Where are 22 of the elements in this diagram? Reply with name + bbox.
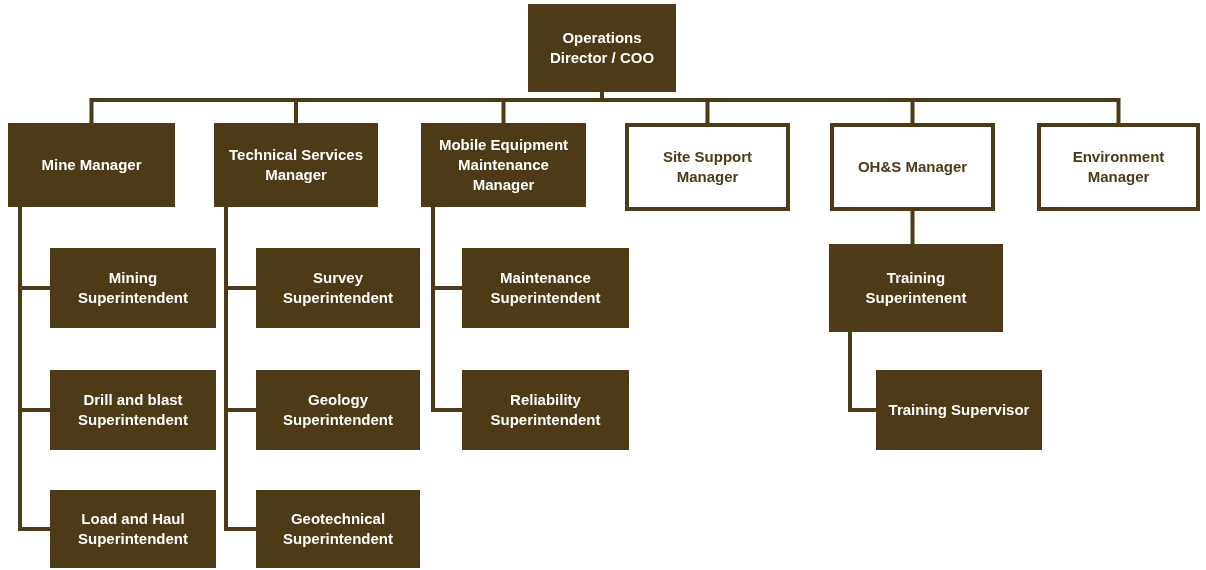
connector-line: [910, 211, 915, 244]
org-chart-box: Maintenance Superintendent: [462, 248, 629, 328]
connector-line: [431, 207, 462, 412]
org-chart-box: Environment Manager: [1037, 123, 1200, 211]
org-chart-box: Technical Services Manager: [214, 123, 378, 207]
connector-line: [848, 332, 876, 412]
org-chart-box: Operations Director / COO: [528, 4, 676, 92]
org-chart-box: Geology Superintendent: [256, 370, 420, 450]
org-chart-box: Geotechnical Superintendent: [256, 490, 420, 568]
connector-line: [18, 207, 50, 531]
org-chart-box: Mining Superintendent: [50, 248, 216, 328]
org-chart-box: OH&S Manager: [830, 123, 995, 211]
org-chart-box: Mobile Equipment Maintenance Manager: [421, 123, 586, 207]
org-chart-box: Training Superintenent: [829, 244, 1003, 332]
org-chart-box: Site Support Manager: [625, 123, 790, 211]
org-chart-box: Survey Superintendent: [256, 248, 420, 328]
connector-line: [224, 207, 256, 531]
org-chart-box: Drill and blast Superintendent: [50, 370, 216, 450]
org-chart-box: Reliability Superintendent: [462, 370, 629, 450]
org-chart-box: Load and Haul Superintendent: [50, 490, 216, 568]
org-chart-box: Mine Manager: [8, 123, 175, 207]
org-chart-box: Training Supervisor: [876, 370, 1042, 450]
